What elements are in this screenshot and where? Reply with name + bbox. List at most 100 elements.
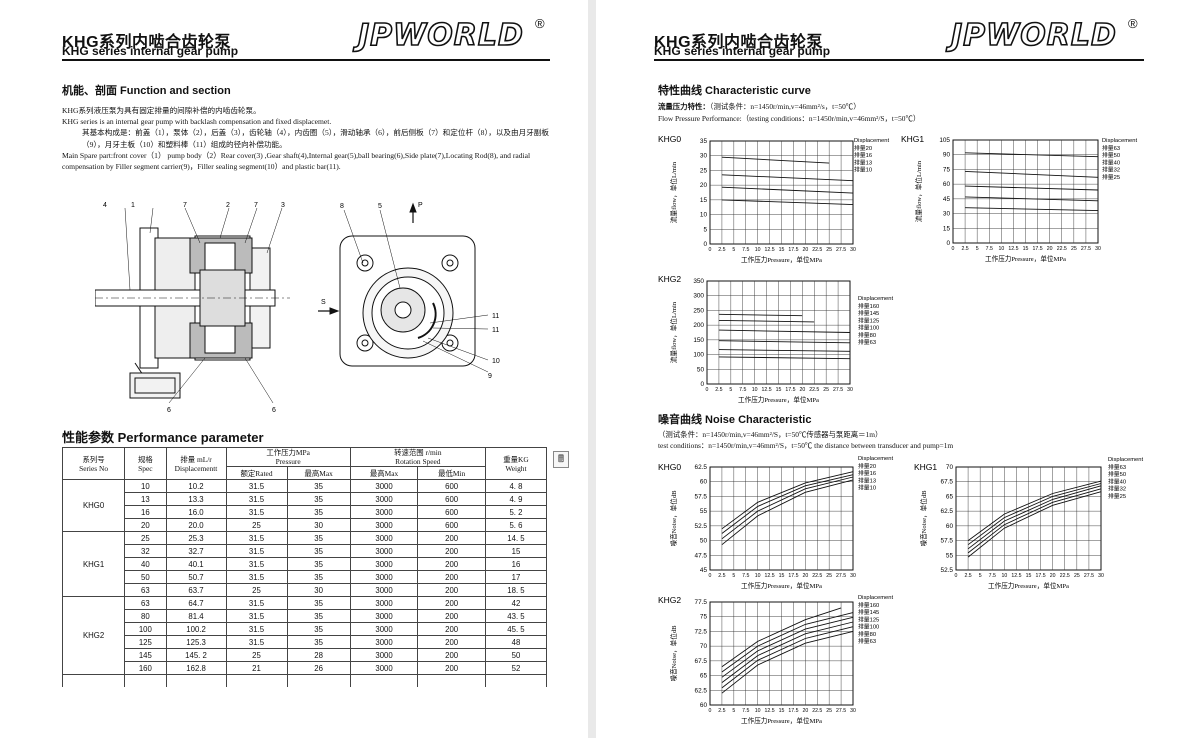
y-tick-label: 65	[700, 673, 708, 680]
x-tick-label: 12.5	[765, 573, 775, 579]
table-cell: 200	[417, 622, 486, 636]
legend-entry: 排量145	[858, 309, 879, 317]
callout-7a: 7	[183, 202, 187, 209]
chart-title: KHG0	[658, 134, 681, 144]
series-line-1	[718, 319, 815, 323]
legend-entry: 排量100	[858, 324, 879, 332]
y-tick-label: 5	[703, 226, 707, 233]
table-cell: 32	[124, 544, 167, 558]
table-cell: 25.3	[165, 531, 227, 545]
left-page: KHG系列内啮合齿轮泵 KHG series internal gear pum…	[0, 0, 588, 738]
table-cell: 40.1	[165, 557, 227, 571]
legend-entry: 排量50	[1108, 470, 1126, 478]
legend-title: Displacement	[858, 595, 894, 601]
legend-entry: 排量63	[1108, 463, 1126, 471]
x-axis-label: 工作压力Pressure，单位MPa	[985, 254, 1066, 263]
x-tick-label: 30	[850, 708, 856, 714]
x-tick-label: 20	[802, 708, 808, 714]
x-tick-label: 10	[755, 708, 761, 714]
col-pressure-rated: 额定Rated	[225, 466, 288, 480]
x-tick-label: 15	[779, 247, 785, 253]
table-cell: 35	[286, 544, 351, 558]
y-tick-label: 62.5	[941, 508, 954, 515]
legend-entry: 排量16	[854, 151, 872, 159]
table-cell: 31.5	[225, 557, 288, 571]
y-tick-label: 45	[943, 196, 951, 203]
legend-title: Displacement	[858, 296, 894, 302]
series-line-2	[965, 185, 1099, 191]
table-cell: 31.5	[225, 635, 288, 649]
series-line-5	[721, 630, 854, 694]
y-tick-label: 57.5	[941, 538, 954, 545]
x-tick-label: 17.5	[1033, 246, 1043, 252]
x-tick-label: 22.5	[1060, 573, 1070, 579]
x-tick-label: 5	[976, 246, 979, 252]
table-cell: 20.0	[165, 518, 227, 532]
callout-8: 8	[340, 203, 344, 210]
table-cell: 100.2	[165, 622, 227, 636]
table-row-blank	[61, 674, 548, 687]
x-axis-label: 工作压力Pressure，单位MPa	[741, 716, 822, 725]
legend-entry: 排量13	[858, 476, 876, 484]
x-tick-label: 10	[755, 573, 761, 579]
y-tick-label: 72.5	[695, 628, 708, 635]
series-line-5	[718, 356, 851, 360]
header-rule	[62, 59, 550, 61]
legend-entry: 排量50	[1102, 151, 1120, 159]
callout-11b: 11	[492, 327, 499, 334]
x-tick-label: 5	[732, 708, 735, 714]
legend-entry: 排量20	[858, 462, 876, 470]
calculator-icon[interactable]: 🖩	[553, 451, 569, 468]
header-title-cn: KHG系列内啮合齿轮泵	[62, 34, 232, 51]
x-tick-label: 10	[998, 246, 1004, 252]
table-cell: 13.3	[165, 492, 227, 506]
components-en: Main Spare part:front cover（1） pump body…	[62, 150, 531, 172]
legend-entry: 排量16	[858, 469, 876, 477]
x-tick-label: 20	[799, 387, 805, 393]
y-tick-label: 0	[946, 240, 950, 247]
table-cell: 125	[124, 635, 167, 649]
table-cell: 17	[484, 570, 548, 584]
series-line-0	[718, 313, 803, 317]
x-tick-label: 5	[979, 573, 982, 579]
table-cell: 5. 6	[484, 518, 548, 532]
table-cell: 31.5	[225, 570, 288, 584]
header-title-cn-right: KHG系列内啮合齿轮泵	[654, 34, 824, 51]
legend-entry: 排量63	[1102, 144, 1120, 152]
series-line-2	[967, 485, 1102, 550]
x-tick-label: 20	[802, 573, 808, 579]
x-tick-label: 25	[826, 247, 832, 253]
table-cell: 31.5	[225, 622, 288, 636]
x-tick-label: 17.5	[788, 708, 798, 714]
table-cell: 3000	[349, 557, 419, 571]
series-line-1	[721, 174, 854, 182]
x-tick-label: 7.5	[742, 708, 749, 714]
series-line-1	[721, 474, 854, 534]
table-cell: 600	[417, 492, 486, 506]
y-tick-label: 60	[946, 523, 954, 530]
x-tick-label: 2.5	[718, 708, 725, 714]
y-tick-label: 55	[946, 552, 954, 559]
series-line-1	[721, 612, 854, 673]
legend-title: Displacement	[1108, 457, 1144, 463]
table-cell: 25	[225, 518, 288, 532]
table-cell: 63.7	[165, 583, 227, 597]
table-cell: 45. 5	[484, 622, 548, 636]
table-cell-blank	[417, 674, 486, 687]
y-axis-label: 噪音Noise，单位dB	[669, 490, 678, 547]
series-line-3	[965, 196, 1099, 202]
y-tick-label: 0	[700, 381, 704, 388]
table-cell: 16	[484, 557, 548, 571]
x-tick-label: 27.5	[836, 573, 846, 579]
y-tick-label: 75	[700, 614, 708, 621]
y-tick-label: 52.5	[941, 567, 954, 574]
brand-logo-right: JPWORLD	[950, 17, 1117, 54]
